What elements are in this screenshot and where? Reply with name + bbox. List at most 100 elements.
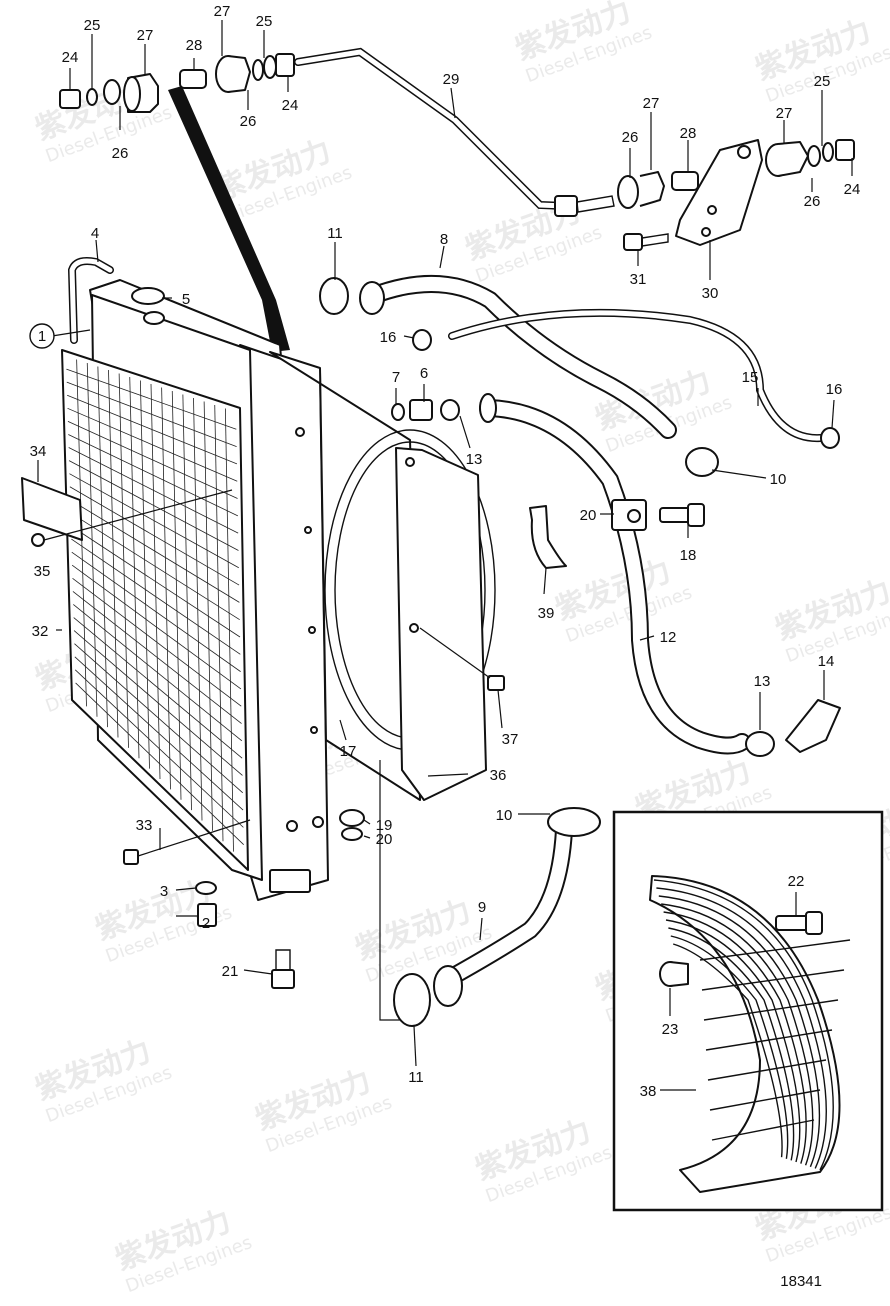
callout-labels: 1 2 3 4 5 6 7 8 9 10 10 11 11 12 13 13 1… <box>29 3 860 1290</box>
guard-grid-line <box>224 408 234 852</box>
guard-grid-line <box>86 362 98 717</box>
fan-guard-spoke <box>707 1059 827 1081</box>
callout-25: 25 <box>814 73 831 90</box>
radiator-assembly <box>21 257 329 989</box>
callout-38: 38 <box>640 1083 657 1100</box>
callout-1: 1 <box>38 328 46 345</box>
callout-23: 23 <box>662 1021 679 1038</box>
leader-lines <box>37 20 853 1091</box>
callout-39: 39 <box>538 605 555 622</box>
callout-28: 28 <box>680 125 697 142</box>
callout-3: 3 <box>160 883 168 900</box>
callout-30: 30 <box>702 285 719 302</box>
callout-27: 27 <box>214 3 231 20</box>
guard-grid-line <box>118 373 129 748</box>
stay-rod-assembly <box>59 47 855 352</box>
fan-guard-spoke <box>705 1029 833 1051</box>
callout-6: 6 <box>420 365 428 382</box>
fan-guard-rib <box>663 911 807 1164</box>
guard-grid-line <box>203 401 213 831</box>
guard-grid-line <box>193 397 203 821</box>
callout-33: 33 <box>136 817 153 834</box>
callout-13: 13 <box>754 673 771 690</box>
callout-32: 32 <box>32 623 49 640</box>
fan-shroud <box>269 351 505 1021</box>
callout-2: 2 <box>202 915 210 932</box>
fan-guard-ribs <box>653 879 851 1171</box>
callout-7: 7 <box>392 369 400 386</box>
fan-guard-rib <box>670 935 789 1159</box>
callout-25: 25 <box>84 17 101 34</box>
callout-22: 22 <box>788 873 805 890</box>
callout-10: 10 <box>770 471 787 488</box>
fan-guard-rib <box>658 895 821 1168</box>
callout-11: 11 <box>408 1069 424 1086</box>
guard-grid-line <box>150 383 161 780</box>
callout-24: 24 <box>62 49 79 66</box>
callout-18: 18 <box>680 547 697 564</box>
callout-35: 35 <box>34 563 51 580</box>
callout-14: 14 <box>818 653 835 670</box>
callout-17: 17 <box>340 743 357 760</box>
callout-11: 11 <box>327 225 343 242</box>
callout-20: 20 <box>376 831 393 848</box>
callout-4: 4 <box>91 225 99 242</box>
fan-guard-rib <box>665 919 801 1163</box>
guard-grid-line <box>214 404 224 842</box>
guard-grid-line <box>129 376 140 759</box>
callout-28: 28 <box>186 37 203 54</box>
fan-guard-spoke <box>701 969 845 991</box>
callout-21: 21 <box>222 963 239 980</box>
callout-34: 34 <box>30 443 47 460</box>
callout-16: 16 <box>380 329 397 346</box>
callout-29: 29 <box>443 71 460 88</box>
fan-guard-rib <box>656 887 827 1169</box>
callout-26: 26 <box>804 193 821 210</box>
guard-grid-line <box>171 390 182 800</box>
callout-37: 37 <box>502 731 519 748</box>
callout-24: 24 <box>282 97 299 114</box>
guard-grid-line <box>161 387 171 790</box>
callout-25: 25 <box>256 13 273 30</box>
callout-27: 27 <box>137 27 154 44</box>
callout-9: 9 <box>478 899 486 916</box>
callout-26: 26 <box>240 113 257 130</box>
hoses <box>319 275 841 1027</box>
callout-12: 12 <box>660 629 677 646</box>
guard-grid-line <box>97 366 108 728</box>
fan-guard-rib <box>661 903 814 1166</box>
callout-26: 26 <box>112 145 129 162</box>
fan-guard-spoke <box>703 999 839 1021</box>
callout-31: 31 <box>630 271 647 288</box>
callout-27: 27 <box>643 95 660 112</box>
fan-guard-inset <box>612 810 884 1212</box>
radiator-guard-grid <box>66 359 244 852</box>
diagram-number: 18341 <box>780 1273 822 1290</box>
guard-grid-line <box>182 394 192 811</box>
guard-grid-line <box>108 369 119 738</box>
fan-guard-spoke <box>699 939 851 961</box>
callout-5: 5 <box>182 291 190 308</box>
callout-circle <box>29 323 55 349</box>
callout-16: 16 <box>826 381 843 398</box>
fan-guard-rib <box>653 879 834 1171</box>
callout-27: 27 <box>776 105 793 122</box>
guard-grid-line <box>139 380 150 769</box>
callout-26: 26 <box>622 129 639 146</box>
callout-15: 15 <box>742 369 759 386</box>
callout-13: 13 <box>466 451 483 468</box>
fan-guard-spoke <box>711 1119 815 1141</box>
fan-guard-spoke <box>709 1089 821 1111</box>
callout-20: 20 <box>580 507 597 524</box>
callout-8: 8 <box>440 231 448 248</box>
callout-19: 19 <box>376 817 393 834</box>
callout-10: 10 <box>496 807 513 824</box>
